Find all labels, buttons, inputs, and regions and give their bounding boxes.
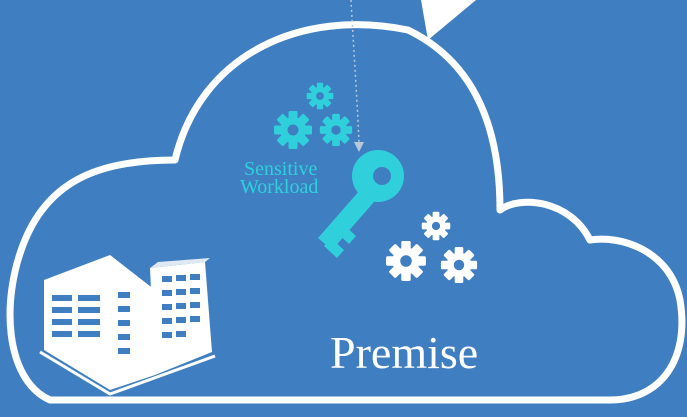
gears-icon-white bbox=[386, 211, 478, 284]
workload-label-line2: Workload bbox=[240, 176, 319, 198]
workload-label-line1: Sensitive bbox=[244, 158, 318, 180]
dotted-connector bbox=[350, 0, 360, 143]
cloud-outline bbox=[6, 21, 686, 404]
premise-label: Premise bbox=[330, 327, 479, 378]
building-icon bbox=[39, 255, 216, 396]
gears-icon-cyan bbox=[274, 82, 353, 149]
arrow-icon bbox=[421, 0, 476, 40]
key-icon bbox=[318, 150, 404, 258]
